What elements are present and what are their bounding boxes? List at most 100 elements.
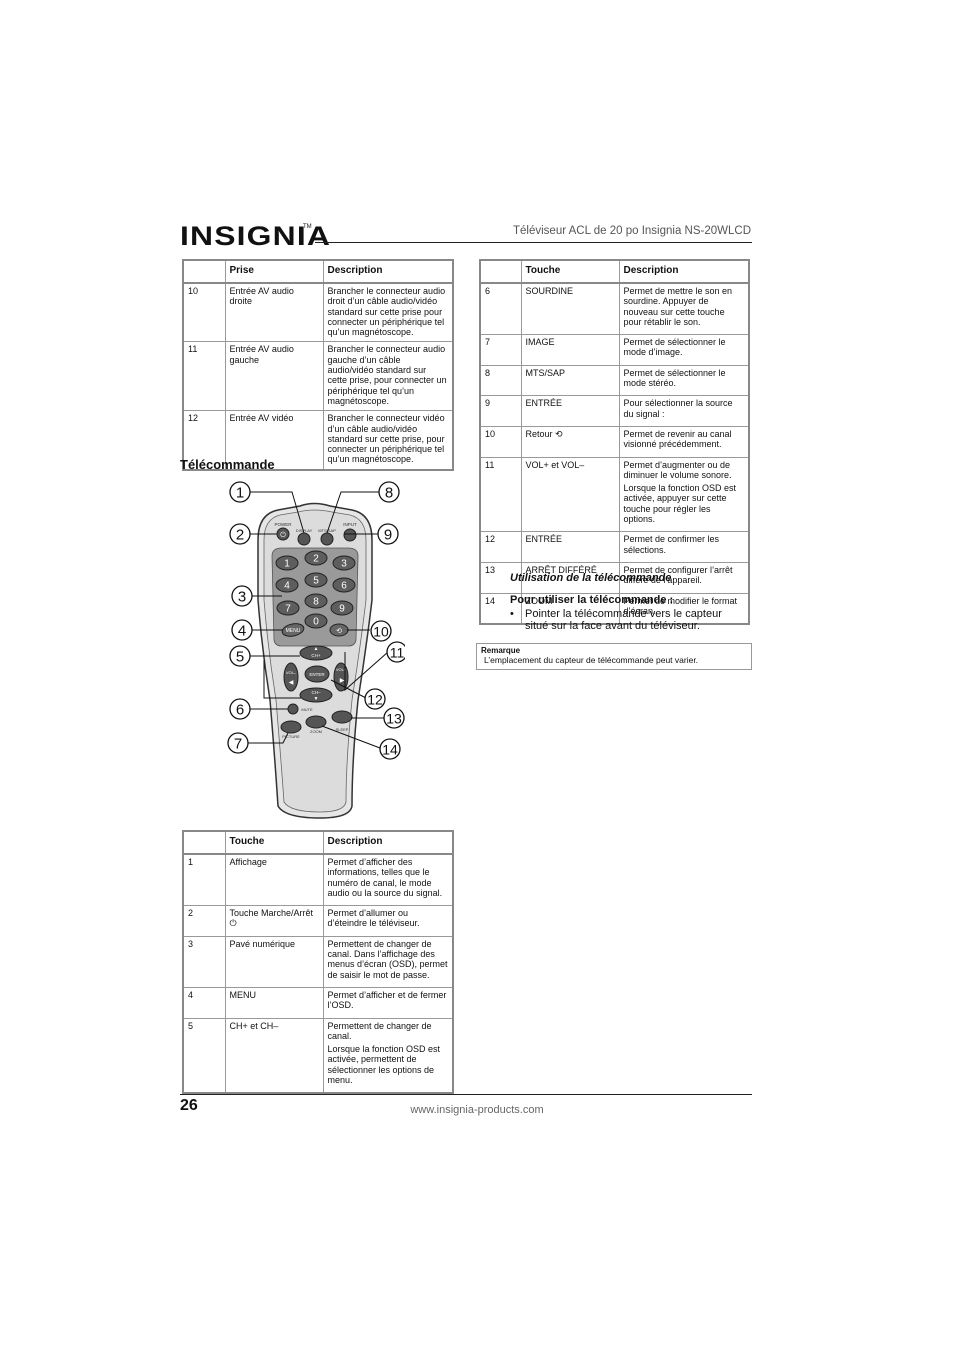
note-text: L’emplacement du capteur de télécommande… bbox=[484, 655, 699, 665]
row-description-cell: Permet d’augmenter ou de diminuer le vol… bbox=[618, 456, 749, 532]
row-name: ARRÊT DIFFÉRÉ bbox=[525, 564, 597, 575]
column-header: Touche bbox=[520, 260, 619, 284]
row-description: Pour sélectionner la source du signal : bbox=[623, 398, 733, 419]
mts-sap-button bbox=[320, 532, 334, 546]
return-icon: ⟲ bbox=[555, 428, 563, 439]
row-description-cell: Permettent de changer de canal.Lorsque l… bbox=[322, 1017, 453, 1094]
row-name-cell: Retour ⟲ bbox=[520, 425, 619, 458]
row-description: Permettent de changer de canal. Dans l’a… bbox=[327, 938, 448, 980]
row-number: 5 bbox=[183, 1017, 225, 1094]
row-description-cell: Permettent de changer de canal. Dans l’a… bbox=[322, 935, 453, 988]
callout-circle bbox=[231, 585, 253, 607]
row-number: 13 bbox=[480, 561, 521, 594]
row-description-cell: Permet de mettre le son en sourdine. App… bbox=[618, 282, 749, 335]
row-description-cell: Permet de modifier le format d’écran. bbox=[618, 592, 749, 625]
row-number: 3 bbox=[183, 935, 225, 988]
row-number: 9 bbox=[480, 395, 521, 427]
row-number: 10 bbox=[183, 282, 225, 342]
vol-minus-label: VOL– bbox=[286, 670, 297, 675]
table-header-row: Prise Description bbox=[183, 260, 453, 284]
row-name: ZOOM bbox=[525, 595, 553, 606]
row-number: 11 bbox=[183, 341, 225, 411]
menu-label: MENU bbox=[286, 628, 301, 634]
display-button bbox=[297, 532, 311, 546]
insignia-logo: INSIGNIA bbox=[180, 221, 332, 251]
vol-minus-button bbox=[283, 662, 299, 692]
callout-number: 12 bbox=[367, 692, 383, 708]
digit-button bbox=[304, 593, 328, 609]
figure-caption: Utilisation de la télécommande bbox=[510, 572, 672, 584]
row-description: Permet de configurer l’arrêt différé de … bbox=[623, 564, 733, 586]
page-number: 26 bbox=[180, 1097, 198, 1114]
row-description: Lorsque la fonction OSD est activée, app… bbox=[623, 483, 737, 525]
row-description: Brancher le connecteur audio gauche d’un… bbox=[322, 341, 453, 411]
trademark-mark: TM bbox=[303, 224, 312, 230]
callout-circle bbox=[383, 707, 405, 729]
digit-label: 9 bbox=[339, 604, 345, 615]
column-header: Description bbox=[322, 260, 453, 284]
row-name: ENTRÉE bbox=[525, 398, 563, 409]
footer-rule bbox=[180, 1094, 752, 1095]
svg-text:▼: ▼ bbox=[314, 696, 319, 702]
row-name-cell: IMAGE bbox=[520, 334, 619, 366]
callout-circle bbox=[378, 481, 400, 503]
row-description: Permet de confirmer les sélections. bbox=[623, 534, 720, 555]
row-name: Affichage bbox=[229, 857, 267, 867]
row-name: ENTRÉE bbox=[525, 534, 563, 545]
procedure-heading: Pour utiliser la télécommande : bbox=[510, 594, 674, 606]
row-description-cell: Permet de configurer l’arrêt différé de … bbox=[618, 561, 749, 594]
callout-circle bbox=[229, 481, 251, 503]
input-label: INPUT bbox=[343, 522, 357, 527]
row-name: Entrée AV audio gauche bbox=[229, 344, 294, 365]
row-description: Permet de modifier le format d’écran. bbox=[623, 595, 738, 616]
callout-circle bbox=[377, 523, 399, 545]
callout-number: 8 bbox=[385, 485, 393, 502]
column-header bbox=[183, 260, 225, 284]
row-description: Permet d’afficher et de fermer l’OSD. bbox=[327, 989, 447, 1011]
row-name: Retour bbox=[525, 428, 553, 439]
digit-button bbox=[276, 600, 300, 616]
column-header: Touche bbox=[224, 831, 323, 855]
callout-number: 6 bbox=[236, 702, 244, 719]
callout-number: 2 bbox=[236, 527, 244, 544]
row-number: 4 bbox=[183, 986, 225, 1019]
mts-label: MTS/SAP bbox=[318, 528, 336, 533]
row-number: 2 bbox=[183, 905, 225, 937]
svg-text:▶: ▶ bbox=[340, 678, 345, 684]
callout-number: 10 bbox=[373, 624, 389, 640]
header-rule bbox=[315, 242, 752, 243]
digit-label: 7 bbox=[285, 604, 291, 615]
column-header: Prise bbox=[224, 260, 323, 284]
enter-button bbox=[304, 665, 330, 683]
ch-minus-button bbox=[299, 687, 333, 703]
ch-plus-label: CH+ bbox=[311, 653, 320, 658]
bullet-mark: • bbox=[510, 608, 514, 620]
ch-plus-button bbox=[299, 645, 333, 661]
callout-circle bbox=[364, 688, 386, 710]
digit-button bbox=[330, 600, 354, 616]
row-name-cell: MENU bbox=[224, 986, 323, 1019]
sleep-button bbox=[331, 710, 353, 724]
row-name: MTS/SAP bbox=[525, 367, 566, 378]
zoom-label: ZOOM bbox=[310, 729, 322, 734]
row-description: Lorsque la fonction OSD est activée, per… bbox=[327, 1044, 441, 1086]
callout-circle bbox=[370, 620, 392, 642]
input-button bbox=[343, 528, 357, 542]
callout-circle bbox=[386, 641, 405, 663]
callout-number: 7 bbox=[234, 736, 242, 753]
row-description: Brancher le connecteur audio droit d’un … bbox=[322, 282, 453, 342]
row-name-cell: Entrée AV audio droite bbox=[224, 282, 323, 342]
display-label: DISPLAY bbox=[296, 528, 313, 533]
row-description: Permet de sélectionner le mode stéréo. bbox=[623, 367, 726, 389]
row-number: 1 bbox=[183, 853, 225, 906]
